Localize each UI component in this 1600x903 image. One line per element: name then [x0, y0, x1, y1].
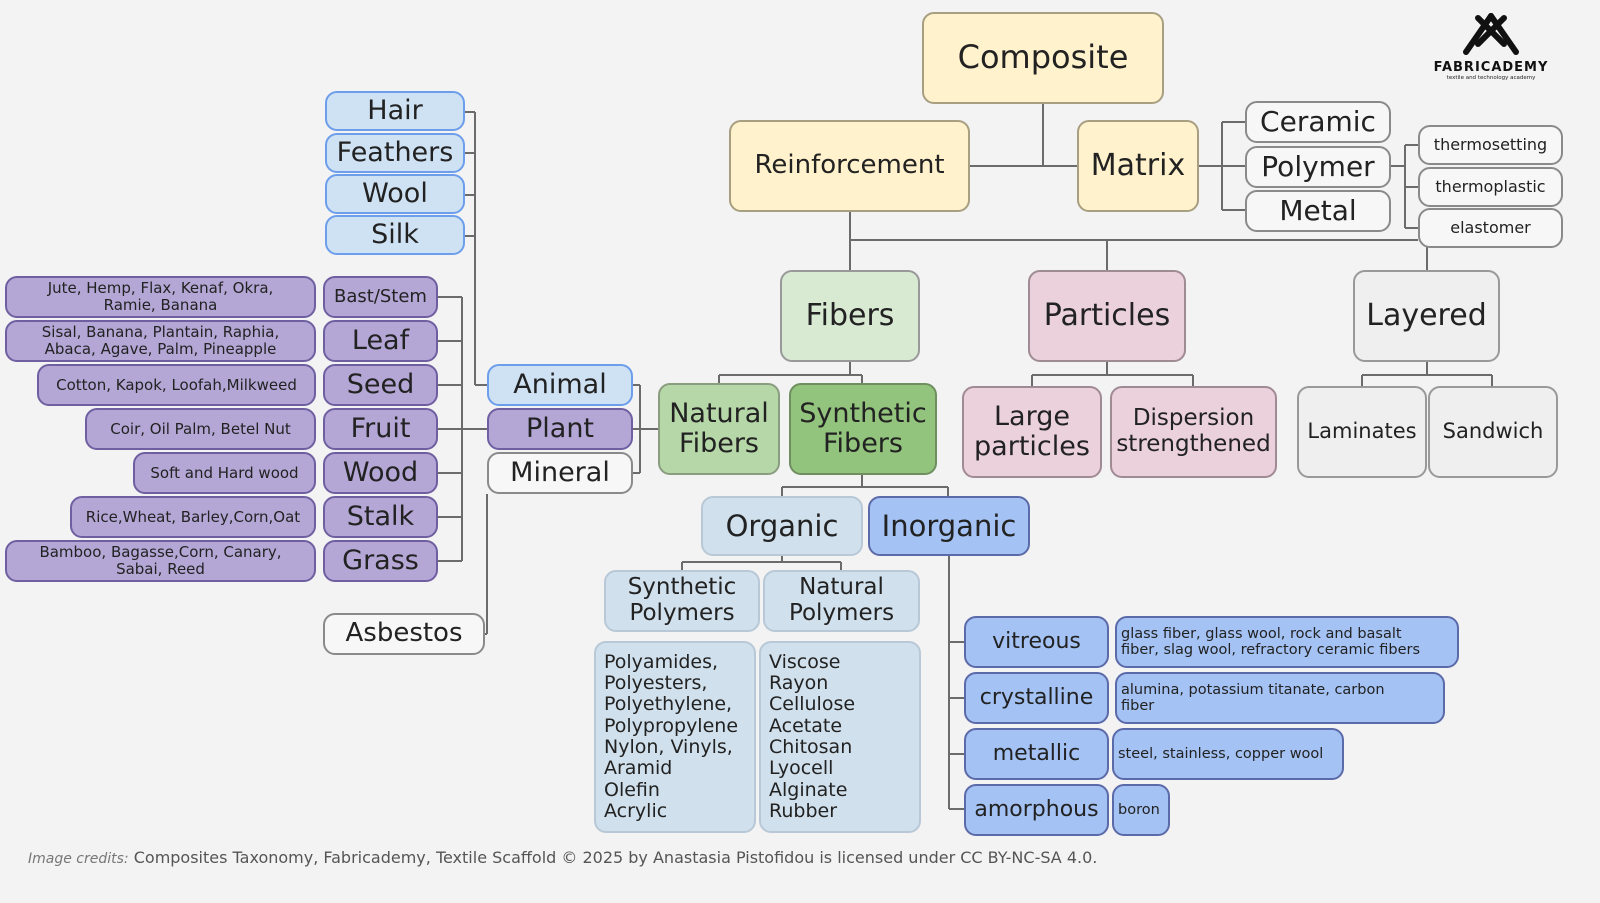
- node-natural-fibers: Natural Fibers: [658, 383, 780, 475]
- node-metallic: metallic: [964, 728, 1109, 780]
- node-wood-desc: Soft and Hard wood: [133, 452, 316, 494]
- node-crystalline-desc: alumina, potassium titanate, carbon fibe…: [1115, 672, 1445, 724]
- node-wool: Wool: [325, 174, 465, 214]
- node-organic: Organic: [701, 496, 863, 556]
- node-metal: Metal: [1245, 190, 1391, 232]
- node-fruit-desc: Coir, Oil Palm, Betel Nut: [85, 408, 316, 450]
- node-laminates: Laminates: [1297, 386, 1427, 478]
- node-bast-desc: Jute, Hemp, Flax, Kenaf, Okra, Ramie, Ba…: [5, 276, 316, 318]
- node-polymer: Polymer: [1245, 146, 1391, 188]
- node-natural-polymers-list: Viscose Rayon Cellulose Acetate Chitosan…: [759, 641, 921, 833]
- node-large-particles: Large particles: [962, 386, 1102, 478]
- node-leaf-desc: Sisal, Banana, Plantain, Raphia, Abaca, …: [5, 320, 316, 362]
- node-bast: Bast/Stem: [323, 276, 438, 318]
- logo-brand: FABRICADEMY: [1433, 60, 1549, 75]
- image-credits: Image credits: Composites Taxonomy, Fabr…: [28, 848, 1097, 867]
- node-reinforcement: Reinforcement: [729, 120, 970, 212]
- node-metallic-desc: steel, stainless, copper wool: [1112, 728, 1344, 780]
- node-elastomer: elastomer: [1418, 208, 1563, 248]
- node-grass-desc: Bamboo, Bagasse,Corn, Canary, Sabai, Ree…: [5, 540, 316, 582]
- node-amorphous: amorphous: [964, 784, 1109, 836]
- logo-tagline: textile and technology academy: [1446, 75, 1536, 81]
- node-particles: Particles: [1028, 270, 1186, 362]
- node-thermosetting: thermosetting: [1418, 125, 1563, 165]
- node-stalk-desc: Rice,Wheat, Barley,Corn,Oat: [70, 496, 316, 538]
- node-mineral: Mineral: [487, 452, 633, 494]
- node-matrix: Matrix: [1077, 120, 1199, 212]
- credits-label: Image credits:: [28, 851, 129, 867]
- node-fibers: Fibers: [780, 270, 920, 362]
- node-synthetic-polymers: Synthetic Polymers: [604, 570, 760, 632]
- fabricademy-logo: FABRICADEMY textile and technology acade…: [1428, 12, 1554, 81]
- node-thermoplastic: thermoplastic: [1418, 167, 1563, 207]
- fabricademy-logo-icon: [1463, 13, 1519, 55]
- node-silk: Silk: [325, 215, 465, 255]
- node-fruit: Fruit: [323, 408, 438, 450]
- node-grass: Grass: [323, 540, 438, 582]
- node-inorganic: Inorganic: [868, 496, 1030, 556]
- node-natural-polymers: Natural Polymers: [763, 570, 920, 632]
- node-dispersion: Dispersion strengthened: [1110, 386, 1277, 478]
- node-leaf: Leaf: [323, 320, 438, 362]
- node-vitreous-desc: glass fiber, glass wool, rock and basalt…: [1115, 616, 1459, 668]
- node-animal: Animal: [487, 364, 633, 406]
- node-wood: Wood: [323, 452, 438, 494]
- node-sandwich: Sandwich: [1428, 386, 1558, 478]
- node-vitreous: vitreous: [964, 616, 1109, 668]
- node-hair: Hair: [325, 91, 465, 131]
- node-feathers: Feathers: [325, 133, 465, 173]
- credits-text: Composites Taxonomy, Fabricademy, Textil…: [128, 848, 1098, 867]
- node-seed-desc: Cotton, Kapok, Loofah,Milkweed: [37, 364, 316, 406]
- node-seed: Seed: [323, 364, 438, 406]
- node-plant: Plant: [487, 408, 633, 450]
- node-ceramic: Ceramic: [1245, 101, 1391, 143]
- node-layered: Layered: [1353, 270, 1500, 362]
- node-synthetic-polymers-list: Polyamides, Polyesters, Polyethylene, Po…: [594, 641, 756, 833]
- node-amorphous-desc: boron: [1112, 784, 1170, 836]
- node-asbestos: Asbestos: [323, 613, 485, 655]
- node-composite: Composite: [922, 12, 1164, 104]
- node-crystalline: crystalline: [964, 672, 1109, 724]
- node-stalk: Stalk: [323, 496, 438, 538]
- node-synthetic-fibers: Synthetic Fibers: [789, 383, 937, 475]
